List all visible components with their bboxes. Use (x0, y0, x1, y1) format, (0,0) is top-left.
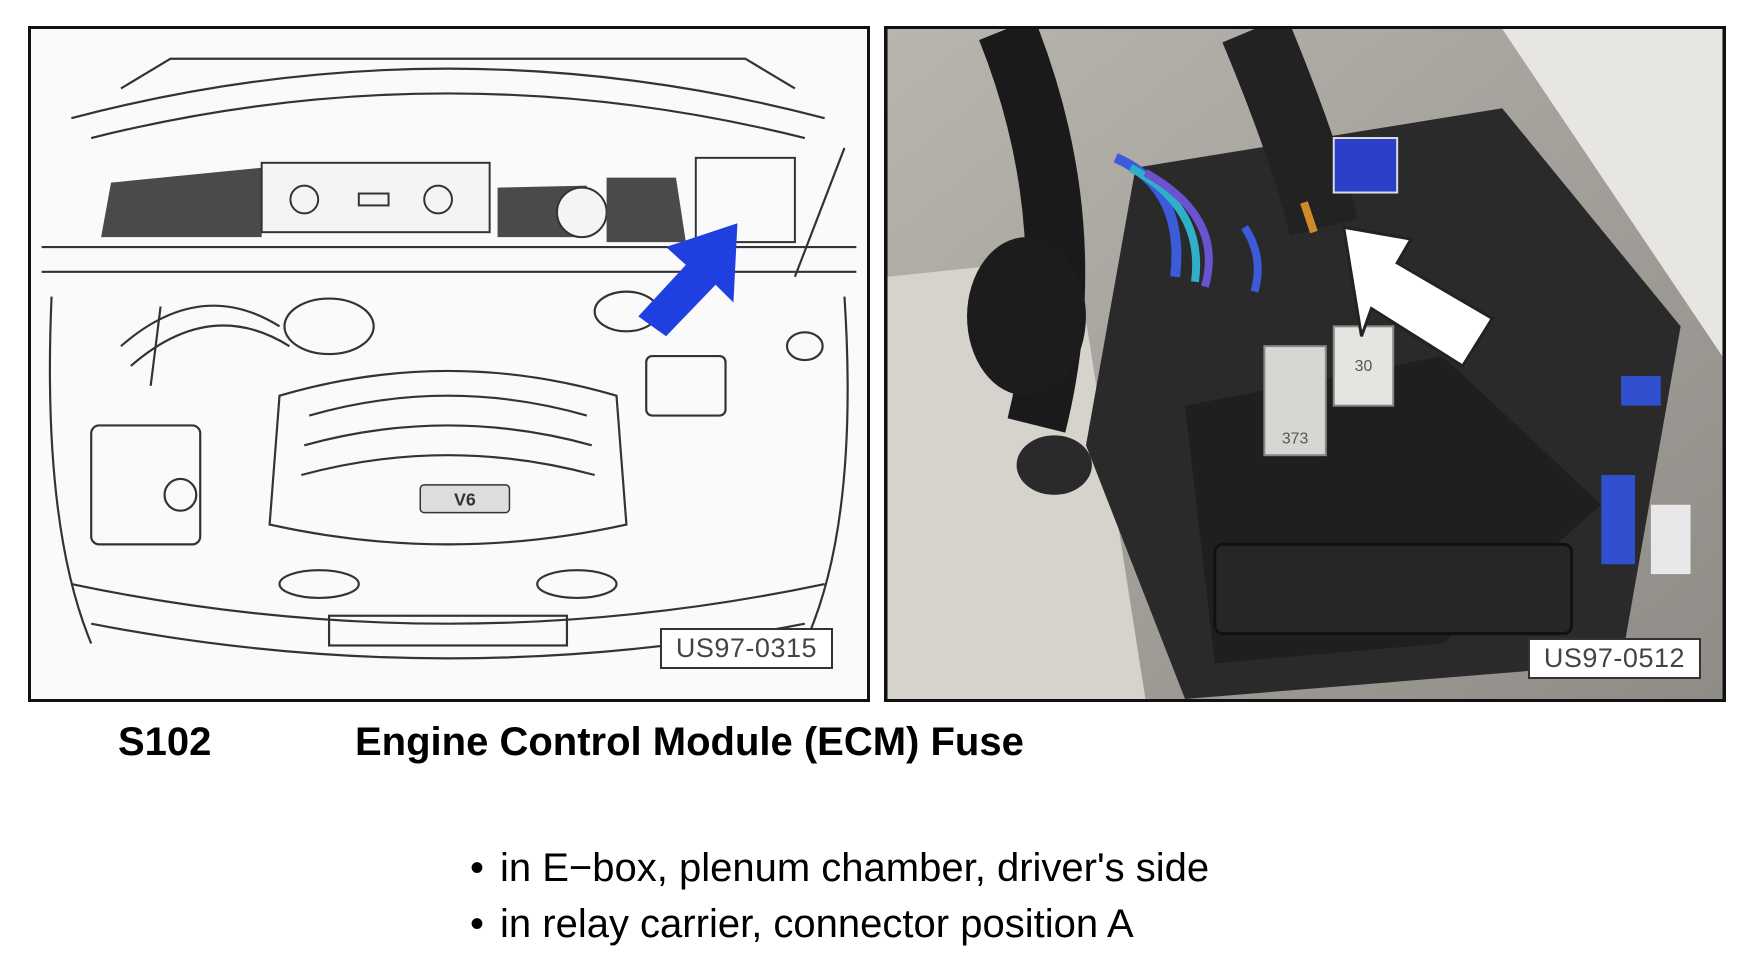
location-list: • in E−box, plenum chamber, driver's side… (470, 840, 1209, 952)
component-title: Engine Control Module (ECM) Fuse (355, 720, 1024, 764)
figure-code-right: US97-0512 (1527, 638, 1701, 679)
component-id: S102 (118, 720, 212, 764)
location-item: • in E−box, plenum chamber, driver's side (470, 840, 1209, 896)
ebox-photo-illustration: 373 30 (887, 29, 1723, 699)
bullet-icon: • (470, 902, 485, 946)
location-item: • in relay carrier, connector position A (470, 896, 1209, 952)
figure-code-left: US97-0315 (659, 628, 833, 669)
relay-label-373: 373 (1282, 430, 1309, 447)
bullet-icon: • (470, 846, 485, 890)
ebox-photo: 373 30 US97-0512 (884, 26, 1726, 702)
white-arrow-icon (1341, 225, 1495, 369)
location-text: in E−box, plenum chamber, driver's side (500, 846, 1210, 890)
engine-cover-badge: V6 (454, 490, 476, 510)
engine-bay-illustration: V6 (41, 57, 857, 660)
blue-arrow-icon (638, 223, 738, 337)
location-text: in relay carrier, connector position A (500, 902, 1134, 946)
relay-label-30: 30 (1355, 358, 1373, 375)
engine-bay-drawing: V6 US97-0315 (28, 26, 870, 702)
